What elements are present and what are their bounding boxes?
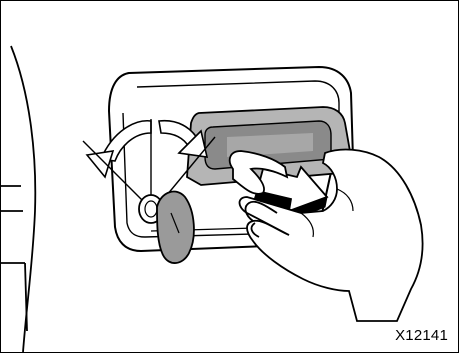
door-edge [1,46,35,352]
key-icon [139,192,194,264]
figure-code-label: X12141 [395,327,448,344]
